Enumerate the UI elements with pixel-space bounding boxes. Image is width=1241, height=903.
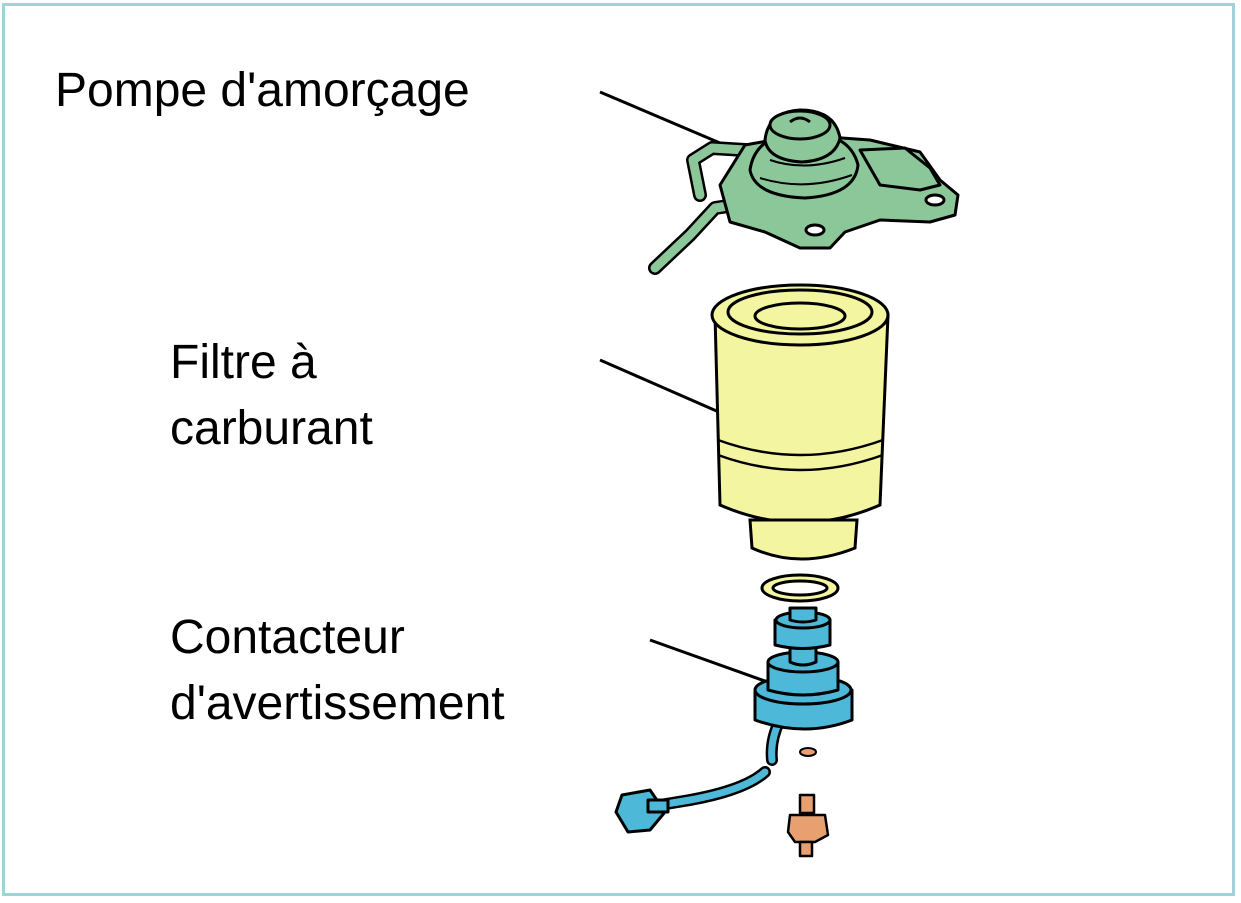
label-warning-switch: Contacteur d'avertissement [170,605,505,737]
label-fuel-filter: Filtre à carburant [170,330,373,462]
water-sensor [786,793,830,858]
label-warning-switch-line-2: d'avertissement [170,677,505,730]
diagram-frame [2,3,1235,896]
priming-pump [648,108,960,275]
label-warning-switch-line-1: Contacteur [170,611,405,664]
warning-switch [614,606,854,834]
label-priming-pump: Pompe d'amorçage [55,58,470,124]
drain-washer [799,747,817,757]
fuel-filter [710,283,890,561]
label-fuel-filter-line-2: carburant [170,402,373,455]
label-priming-pump-line-1: Pompe d'amorçage [55,64,470,117]
gasket-ring [760,573,840,603]
label-fuel-filter-line-1: Filtre à [170,336,317,389]
